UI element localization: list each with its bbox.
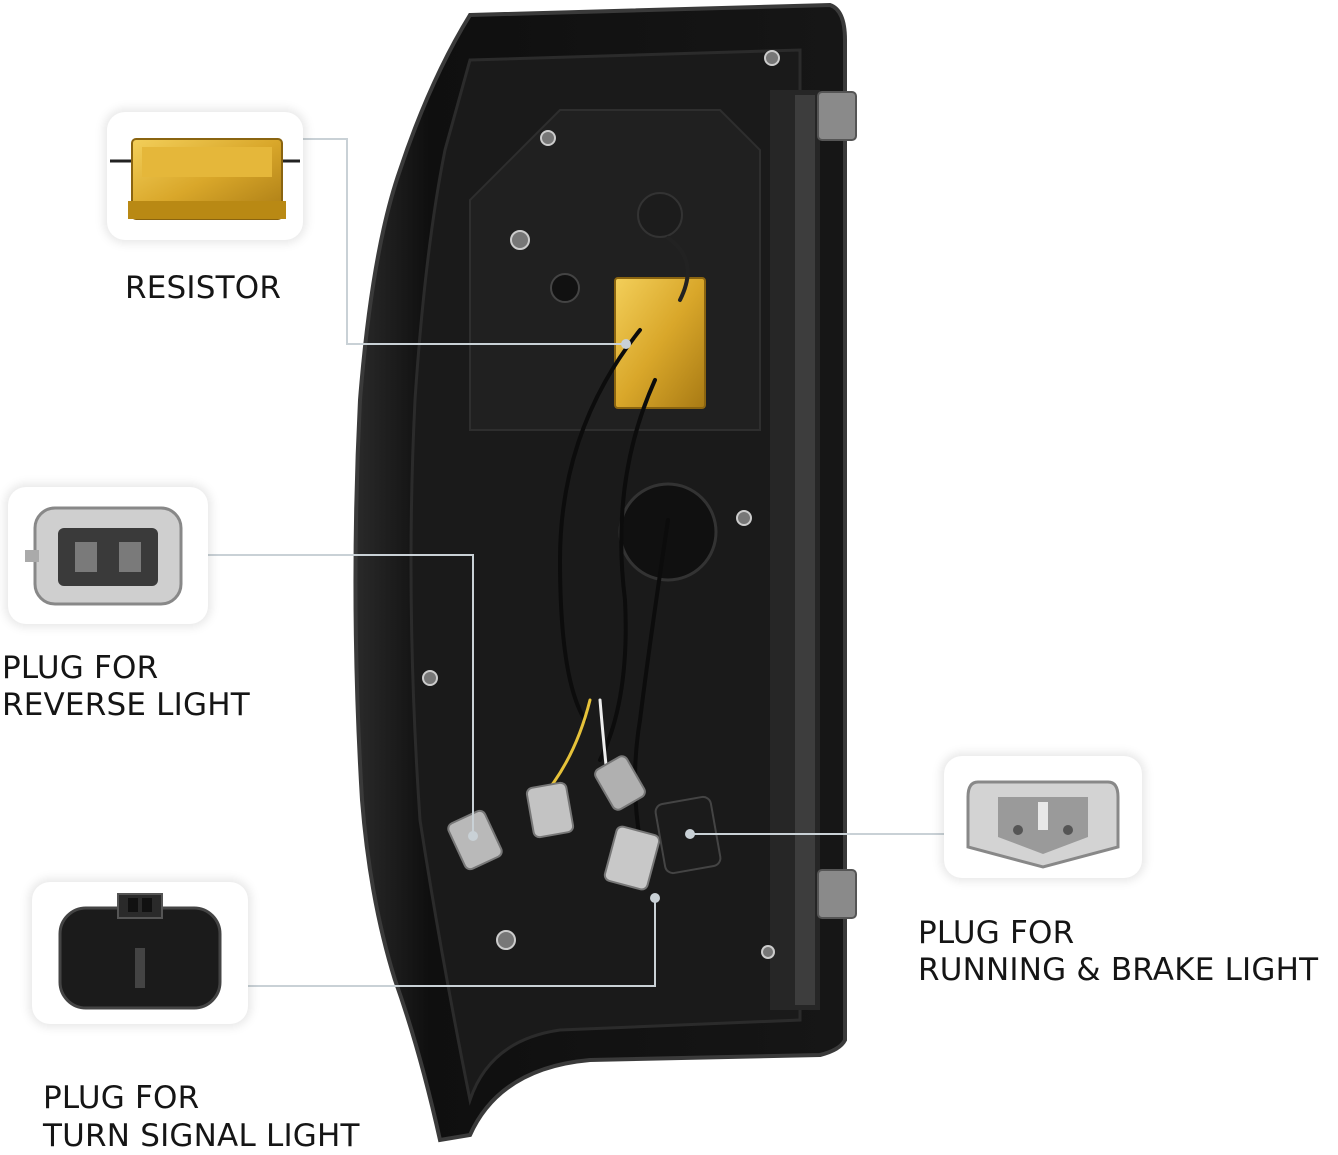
turn-callout-line	[654, 898, 656, 987]
running-plug-inset	[944, 756, 1142, 878]
resistor-callout-line	[288, 138, 348, 140]
running-label-line2: RUNNING & BRAKE LIGHT	[918, 952, 1319, 988]
resistor-photo	[110, 138, 300, 220]
resistor-callout-line	[346, 138, 348, 344]
reverse-plug-inset	[8, 487, 208, 624]
black-two-pin-plug-photo	[58, 893, 222, 1010]
grey-three-pin-plug-photo	[966, 780, 1120, 869]
grey-two-pin-plug-photo	[25, 506, 183, 605]
turn-callout-line	[248, 985, 656, 987]
running-label-line1: PLUG FOR	[918, 915, 1075, 951]
reverse-callout-line	[208, 554, 474, 556]
reverse-label-line1: PLUG FOR	[2, 650, 159, 686]
resistor-callout-line	[346, 343, 626, 345]
resistor-label: RESISTOR	[125, 270, 282, 306]
turn-label-line1: PLUG FOR	[43, 1080, 200, 1116]
reverse-label-line2: REVERSE LIGHT	[2, 687, 250, 723]
resistor-inset	[107, 112, 303, 240]
turn-label-line2: TURN SIGNAL LIGHT	[43, 1118, 360, 1154]
reverse-callout-line	[472, 554, 474, 836]
running-callout-line	[690, 833, 945, 835]
turn-plug-inset	[32, 882, 248, 1024]
